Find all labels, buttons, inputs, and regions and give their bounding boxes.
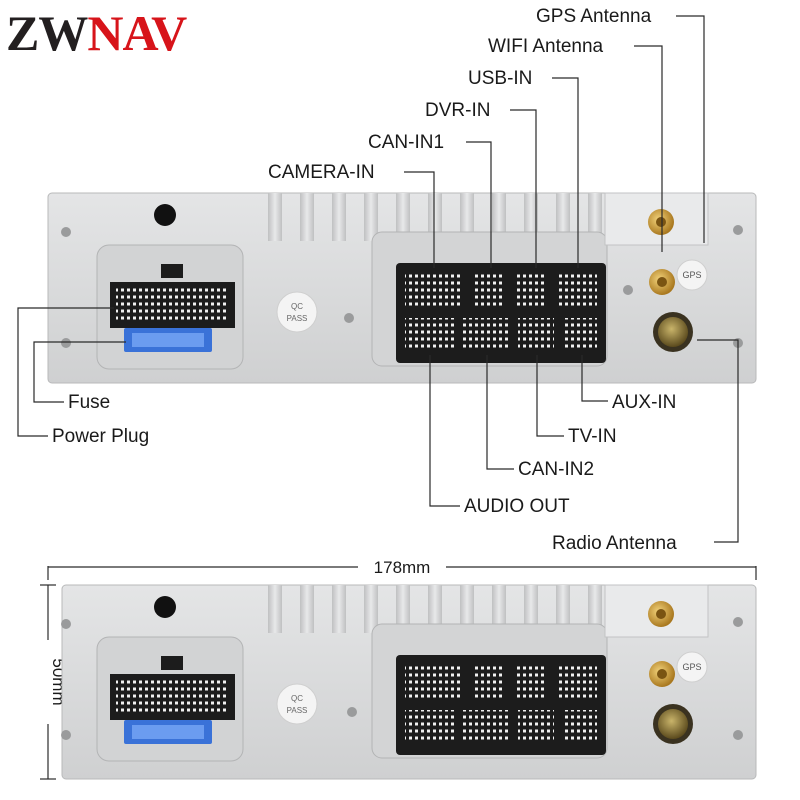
wifi-antenna-connector [649, 661, 675, 687]
screw [61, 619, 71, 629]
label-tv-in: TV-IN [568, 426, 617, 447]
label-radio-antenna: Radio Antenna [552, 533, 677, 554]
gps-sticker: GPS [676, 259, 708, 291]
logo-text-zw: ZW [6, 5, 88, 61]
power-plug-connector [110, 264, 235, 328]
label-aux-in: AUX-IN [612, 392, 676, 413]
label-can-in2: CAN-IN2 [518, 459, 594, 480]
qc-text: QC [291, 302, 303, 311]
screw [733, 730, 743, 740]
svg-text:ZWNAV: ZWNAV [6, 5, 187, 61]
fuse [124, 720, 212, 744]
label-dvr-in: DVR-IN [425, 100, 490, 121]
mount-hole [154, 204, 176, 226]
cooling-fins [268, 585, 602, 633]
label-can-in1: CAN-IN1 [368, 132, 444, 153]
gps-antenna-connector [648, 209, 674, 235]
logo-text-nav: NAV [87, 5, 187, 61]
radio-antenna-connector [653, 704, 693, 744]
screw [623, 285, 633, 295]
cooling-fins [268, 193, 602, 241]
av-connector-block [396, 655, 606, 755]
screw [61, 227, 71, 237]
dimension-width: 178mm [47, 558, 757, 580]
brand-logo: ZWNAV [6, 5, 188, 61]
screw [733, 225, 743, 235]
gps-sticker-text: GPS [682, 270, 701, 280]
leader-lines [17, 15, 739, 543]
pass-text: PASS [287, 706, 308, 715]
port-labels: GPS Antenna WIFI Antenna USB-IN DVR-IN C… [52, 6, 677, 554]
mount-hole [154, 596, 176, 618]
label-audio-out: AUDIO OUT [464, 496, 570, 517]
wifi-antenna-connector [649, 269, 675, 295]
screw [347, 707, 357, 717]
screw [733, 617, 743, 627]
qc-text: QC [291, 694, 303, 703]
qc-pass-sticker: QC PASS [276, 291, 318, 333]
fuse [124, 328, 212, 352]
screw [61, 338, 71, 348]
label-usb-in: USB-IN [468, 68, 532, 89]
label-wifi-antenna: WIFI Antenna [488, 36, 604, 57]
head-unit-rear-panel-dimensioned: QC PASS GPS [61, 584, 757, 780]
screw [344, 313, 354, 323]
label-camera-in: CAMERA-IN [268, 162, 375, 183]
label-fuse: Fuse [68, 392, 110, 413]
gps-sticker-text: GPS [682, 662, 701, 672]
qc-pass-sticker: QC PASS [276, 683, 318, 725]
gps-antenna-connector [648, 601, 674, 627]
width-label: 178mm [374, 558, 431, 577]
pass-text: PASS [287, 314, 308, 323]
label-gps-antenna: GPS Antenna [536, 6, 652, 27]
radio-antenna-connector [653, 312, 693, 352]
head-unit-rear-panel: QC PASS GPS [47, 192, 757, 384]
av-connector-block [396, 263, 606, 363]
gps-sticker: GPS [676, 651, 708, 683]
power-plug-connector [110, 656, 235, 720]
screw [61, 730, 71, 740]
label-power-plug: Power Plug [52, 426, 149, 447]
